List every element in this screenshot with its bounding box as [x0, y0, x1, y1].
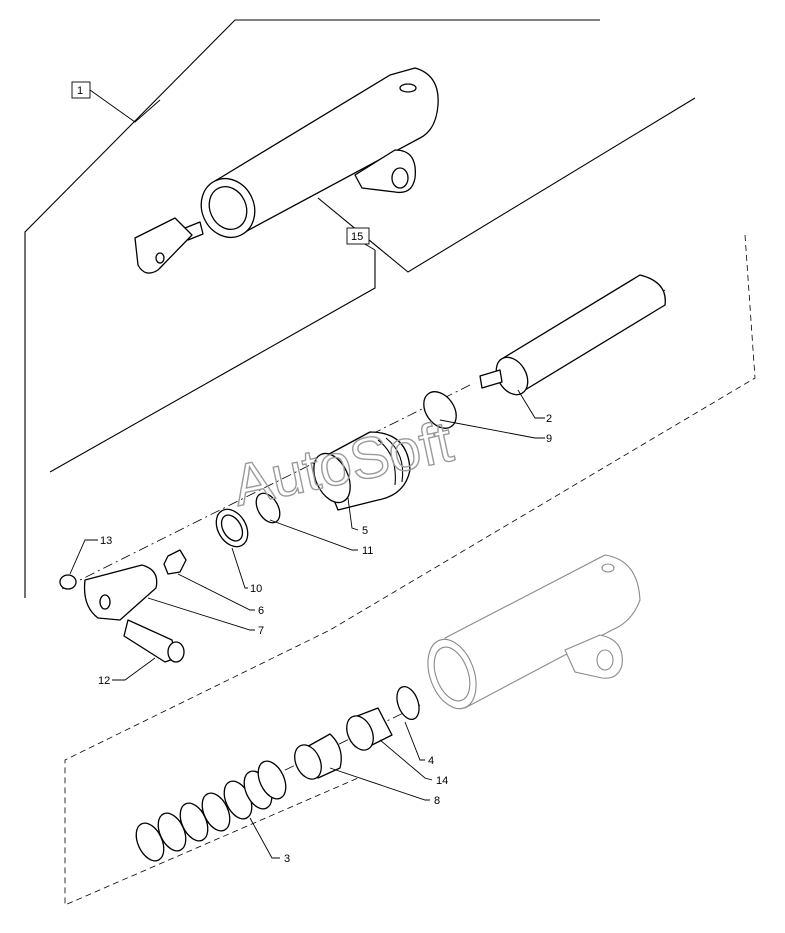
callout-4: 4 — [428, 755, 434, 767]
callout-15: 15 — [351, 231, 363, 243]
callout-13: 13 — [100, 535, 112, 547]
piston-rod — [479, 274, 666, 396]
callout-9: 9 — [546, 433, 552, 445]
spring-part-3 — [135, 760, 287, 862]
clevis-part-7 — [83, 564, 158, 621]
callout-3: 3 — [284, 853, 290, 865]
callout-1: 1 — [77, 85, 83, 97]
complete-cylinder-assembly — [134, 67, 439, 274]
seal-part-10 — [215, 508, 249, 548]
piston-part-8 — [294, 733, 342, 780]
callout-6: 6 — [258, 605, 264, 617]
o-ring-part-9 — [423, 391, 457, 429]
pin-part-12 — [123, 619, 185, 663]
callout-10: 10 — [250, 583, 262, 595]
nut-part-6 — [163, 549, 187, 575]
clip-part-13 — [59, 574, 77, 590]
subassembly-dashed-boundary — [59, 234, 756, 906]
callout-5: 5 — [362, 525, 368, 537]
o-ring-part-4 — [396, 686, 420, 720]
callout-box-1 — [71, 81, 91, 99]
callout-11: 11 — [362, 545, 373, 557]
gland-head — [313, 431, 411, 511]
callout-8: 8 — [434, 795, 440, 807]
callout-box-15 — [346, 227, 370, 245]
assembly-frame-lines — [24, 19, 696, 598]
bushing-part-14 — [346, 707, 393, 751]
callout-7: 7 — [258, 625, 264, 637]
cylinder-barrel — [427, 554, 641, 710]
callout-2: 2 — [546, 413, 552, 425]
leader-lines — [69, 89, 545, 859]
callout-12: 12 — [98, 675, 110, 687]
callout-14: 14 — [436, 775, 448, 787]
